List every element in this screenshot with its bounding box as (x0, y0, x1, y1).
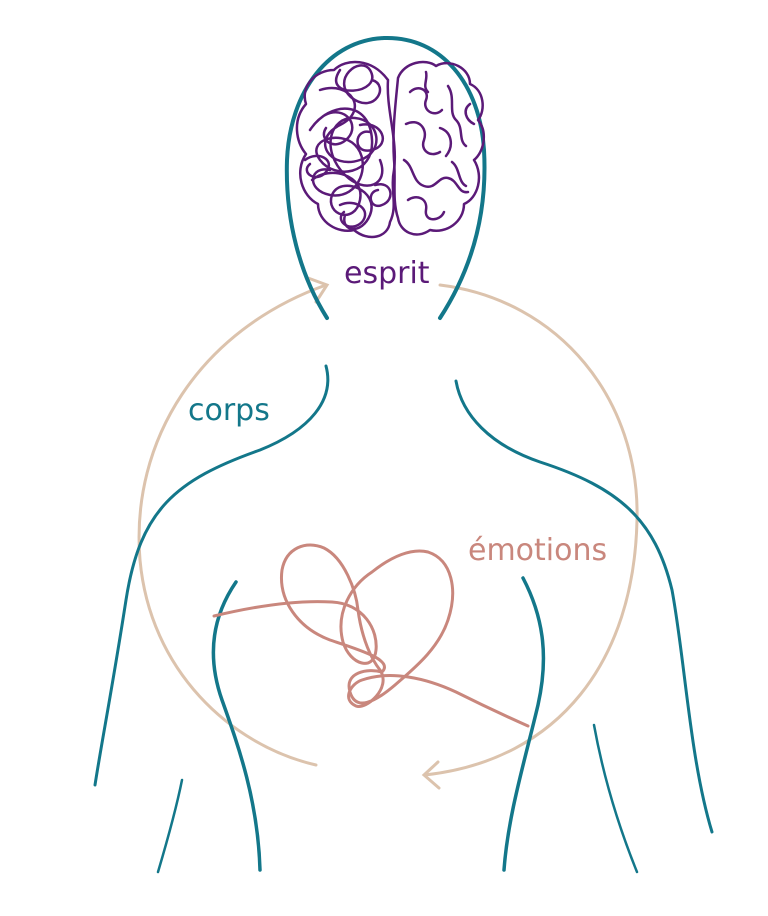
neck-left (93, 364, 330, 787)
emotions-tangled-heart (212, 543, 530, 728)
cycle-arc-left (137, 283, 328, 767)
right-arm-inner (592, 723, 639, 874)
label-body: corps (188, 393, 270, 428)
cycle-arrow (137, 276, 639, 790)
brain-right-lobes (392, 60, 486, 236)
cycle-arc-right (423, 283, 639, 777)
torso-right (502, 576, 546, 872)
head-outline (284, 35, 487, 320)
cycle-arrowhead-top (306, 276, 330, 304)
torso-left (211, 580, 262, 872)
body-outline (93, 35, 714, 874)
brain-left-tangled (295, 60, 396, 239)
heart-line (212, 543, 530, 728)
label-emotions: émotions (468, 533, 607, 568)
neck-right (454, 379, 714, 834)
brain (295, 60, 486, 239)
left-arm-inner (156, 778, 184, 874)
label-mind: esprit (344, 256, 430, 291)
cycle-arrowhead-bottom (421, 760, 441, 790)
